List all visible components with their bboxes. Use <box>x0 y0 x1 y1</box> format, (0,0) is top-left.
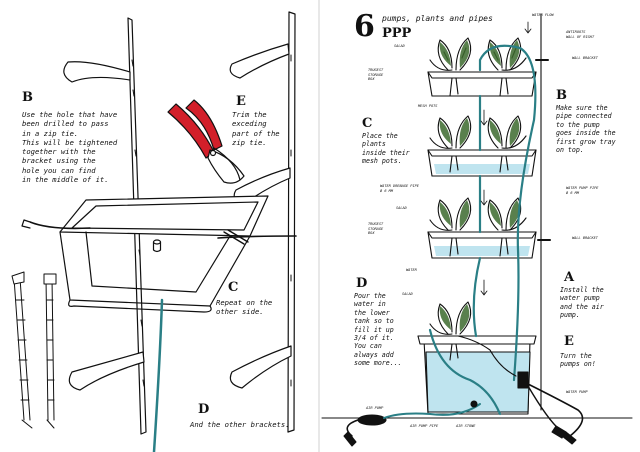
rstep-b-letter: B <box>556 88 567 103</box>
water-pipes <box>428 44 537 416</box>
label-water-pump: WATER PUMP <box>566 390 588 394</box>
step-e-text: Trim the exceding part of the zip tie. <box>232 110 280 147</box>
loose-zip-ties <box>11 271 57 429</box>
chapter-subtitle: PPP <box>382 26 412 41</box>
rail-slots <box>131 54 292 387</box>
zip-tie-right <box>217 235 297 239</box>
label-salad-2: SALAD <box>396 206 407 210</box>
grow-tray-2 <box>427 149 537 177</box>
leaf-fills <box>439 40 520 332</box>
step-c-letter: C <box>228 280 239 295</box>
page-divider <box>318 0 320 452</box>
step-b-letter: B <box>22 90 33 105</box>
label-wall-bracket-2: WALL BRACKET <box>572 236 598 240</box>
water-drain-pipe <box>472 94 482 338</box>
left-page-illustration <box>11 11 297 452</box>
rstep-a-text: Install the water pump and the air pump. <box>560 286 604 320</box>
step-d-text: And the other brackets. <box>190 420 290 429</box>
step-c-text: Repeat on the other side. <box>216 298 273 317</box>
label-trugest-2: TRUGEST STORAGE BOX <box>368 222 384 235</box>
water-pump-pipe <box>478 44 537 382</box>
label-salad-3: SALAD <box>402 292 413 296</box>
label-water-pump-pipe: WATER PUMP PIPE Ø 6 MM <box>566 186 599 195</box>
rstep-a-letter: A <box>564 270 575 285</box>
rstep-d-text: Pour the water in the lower tank so to f… <box>354 292 402 368</box>
rstep-c-text: Place the plants inside their mesh pots. <box>362 132 410 166</box>
zip-tie-left <box>29 221 91 230</box>
step-b-text: Use the hole that have been drilled to p… <box>22 110 118 185</box>
chapter-title: pumps, plants and pipes <box>382 14 493 23</box>
storage-box <box>59 195 269 313</box>
rstep-b-text: Make sure the pipe connected to the pump… <box>556 104 616 155</box>
bracket-right-bottom <box>229 345 292 389</box>
step-d-letter: D <box>198 402 210 417</box>
label-water-flow: WATER FLOW <box>532 13 554 17</box>
label-air-pump: AIR PUMP <box>366 406 384 410</box>
label-salad-1: SALAD <box>394 44 405 48</box>
rstep-e-letter: E <box>564 334 574 349</box>
left-pipe <box>152 298 164 452</box>
rstep-c-letter: C <box>362 116 373 131</box>
pumps <box>343 335 584 447</box>
label-air-stone: AIR STONE <box>456 424 476 428</box>
label-trugest-1: TRUGEST STORAGE BOX <box>368 68 384 81</box>
wire-cutter-icon <box>167 99 245 184</box>
step-e-letter: E <box>236 94 246 109</box>
grow-tray-3 <box>427 231 537 259</box>
flow-arrows <box>480 21 532 296</box>
label-water-drain-pipe: WATER DRENAGE PIPE Ø 6 MM <box>380 184 419 193</box>
inner-pipe <box>428 328 502 416</box>
label-mesh-pots: MESH POTS <box>418 104 438 108</box>
right-rail <box>287 11 296 433</box>
rstep-e-text: Turn the pumps on! <box>560 352 596 369</box>
label-antiroots: ANTIROOTS WALL OF RIGHT <box>566 30 595 39</box>
bracket-left-bottom <box>68 351 145 391</box>
label-water: WATER <box>406 268 417 272</box>
grow-tray-1 <box>427 71 537 97</box>
label-wall-bracket-1: WALL BRACKET <box>572 56 598 60</box>
bracket-left-top <box>63 61 131 83</box>
left-rail <box>127 17 147 435</box>
label-air-pump-pipe: AIR PUMP PIPE <box>410 424 439 428</box>
rstep-d-letter: D <box>356 276 368 291</box>
chapter-number: 6 <box>354 9 375 44</box>
bracket-right-top <box>229 43 290 79</box>
